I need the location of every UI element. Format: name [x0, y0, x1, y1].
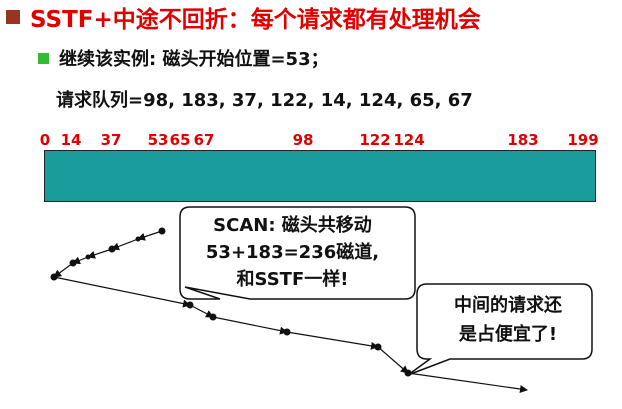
mid-callout-line-1: 中间的请求还 — [454, 295, 562, 316]
disk-track-bar — [44, 150, 596, 202]
path-node — [108, 245, 116, 253]
scan-callout-text: SCAN: 磁头共移动 53+183=236磁道, 和SSTF一样! — [180, 212, 405, 293]
tick-label-14: 14 — [60, 131, 82, 149]
path-node — [283, 328, 291, 336]
movement-path-segment — [111, 238, 139, 251]
path-node — [209, 313, 217, 321]
path-node — [374, 343, 382, 351]
scan-callout-bubble — [179, 206, 416, 300]
movement-path-segment — [87, 248, 113, 259]
tick-label-37: 37 — [100, 131, 122, 149]
mid-callout-line-2: 是占便宜了! — [458, 324, 558, 345]
tick-label-199: 199 — [567, 131, 599, 149]
path-node — [404, 369, 412, 377]
movement-path-segment — [137, 230, 163, 241]
scan-callout-line-1: SCAN: 磁头共移动 — [213, 215, 372, 236]
movement-path-segment — [53, 276, 191, 308]
path-node — [85, 254, 91, 260]
movement-path-segment — [377, 346, 409, 374]
scan-callout-line-3: 和SSTF一样! — [236, 269, 349, 290]
mid-callout-text: 中间的请求还 是占便宜了! — [424, 291, 592, 349]
tick-label-65: 65 — [169, 131, 191, 149]
movement-path-segment — [189, 304, 214, 318]
tick-label-0: 0 — [39, 131, 51, 149]
movement-path-segment — [286, 331, 379, 350]
scan-callout-line-2: 53+183=236磁道, — [205, 242, 380, 263]
mid-callout-bubble — [407, 283, 593, 376]
square-bullet-icon — [6, 10, 20, 24]
example-row: 继续该实例: 磁头开始位置=53； — [38, 45, 329, 71]
tick-label-122: 122 — [359, 131, 391, 149]
queue-line: 请求队列=98, 183, 37, 122, 14, 124, 65, 67 — [56, 90, 473, 111]
tick-label-98: 98 — [292, 131, 314, 149]
green-square-bullet-icon — [38, 52, 49, 64]
path-node — [158, 227, 166, 235]
slide-title: SSTF+中途不回折：每个请求都有处理机会 — [30, 7, 481, 33]
movement-path-segment — [53, 262, 74, 278]
tick-label-67: 67 — [193, 131, 215, 149]
tick-label-183: 183 — [507, 131, 539, 149]
tick-label-124: 124 — [393, 131, 425, 149]
path-node — [186, 301, 194, 309]
movement-path-segment — [212, 316, 288, 335]
path-node — [50, 273, 58, 281]
title-row: SSTF+中途不回折：每个请求都有处理机会 — [6, 2, 481, 33]
example-line: 继续该实例: 磁头开始位置=53； — [59, 49, 329, 70]
path-node — [135, 236, 141, 242]
path-node — [69, 259, 77, 267]
tick-label-53: 53 — [147, 131, 169, 149]
movement-path-segment — [407, 372, 528, 393]
